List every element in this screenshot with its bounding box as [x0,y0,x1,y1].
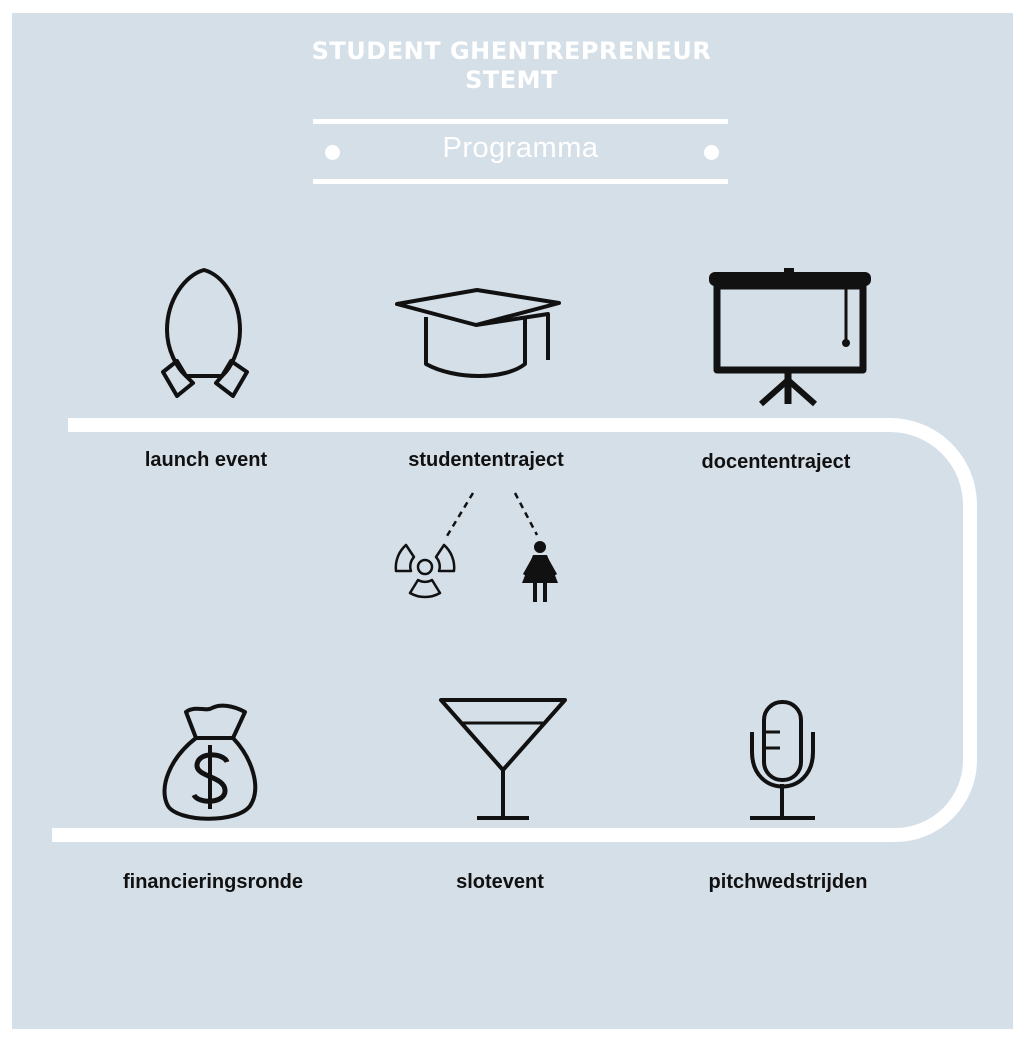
step-label-launch-event: launch event [144,449,268,471]
subtitle-top-rule [313,119,728,124]
graduation-cap-icon [395,288,561,378]
money-bag-icon [162,703,258,821]
step-label-financieringsronde: financieringsronde [122,871,304,893]
timeline-track [52,418,977,842]
subtitle: Programma [442,132,599,164]
radiation-icon [394,543,456,599]
step-label-studententraject: studententraject [408,449,564,471]
title-line-2: STEMT [465,66,558,94]
step-label-docententraject: docententraject [701,451,851,473]
rocket-icon [161,268,249,398]
subtitle-bottom-rule [313,179,728,184]
cocktail-glass-icon [439,698,567,820]
subtitle-right-dot [704,145,719,160]
title-line-1: STUDENT GHENTREPRENEUR [311,37,712,65]
connector-line-right [513,492,539,536]
step-label-pitchwedstrijden: pitchwedstrijden [708,871,868,893]
connector-line-left [445,492,475,537]
presentation-screen-icon [709,268,871,407]
microphone-icon [750,700,815,820]
step-label-slotevent: slotevent [456,871,544,893]
subtitle-left-dot [325,145,340,160]
woman-icon [522,541,558,602]
